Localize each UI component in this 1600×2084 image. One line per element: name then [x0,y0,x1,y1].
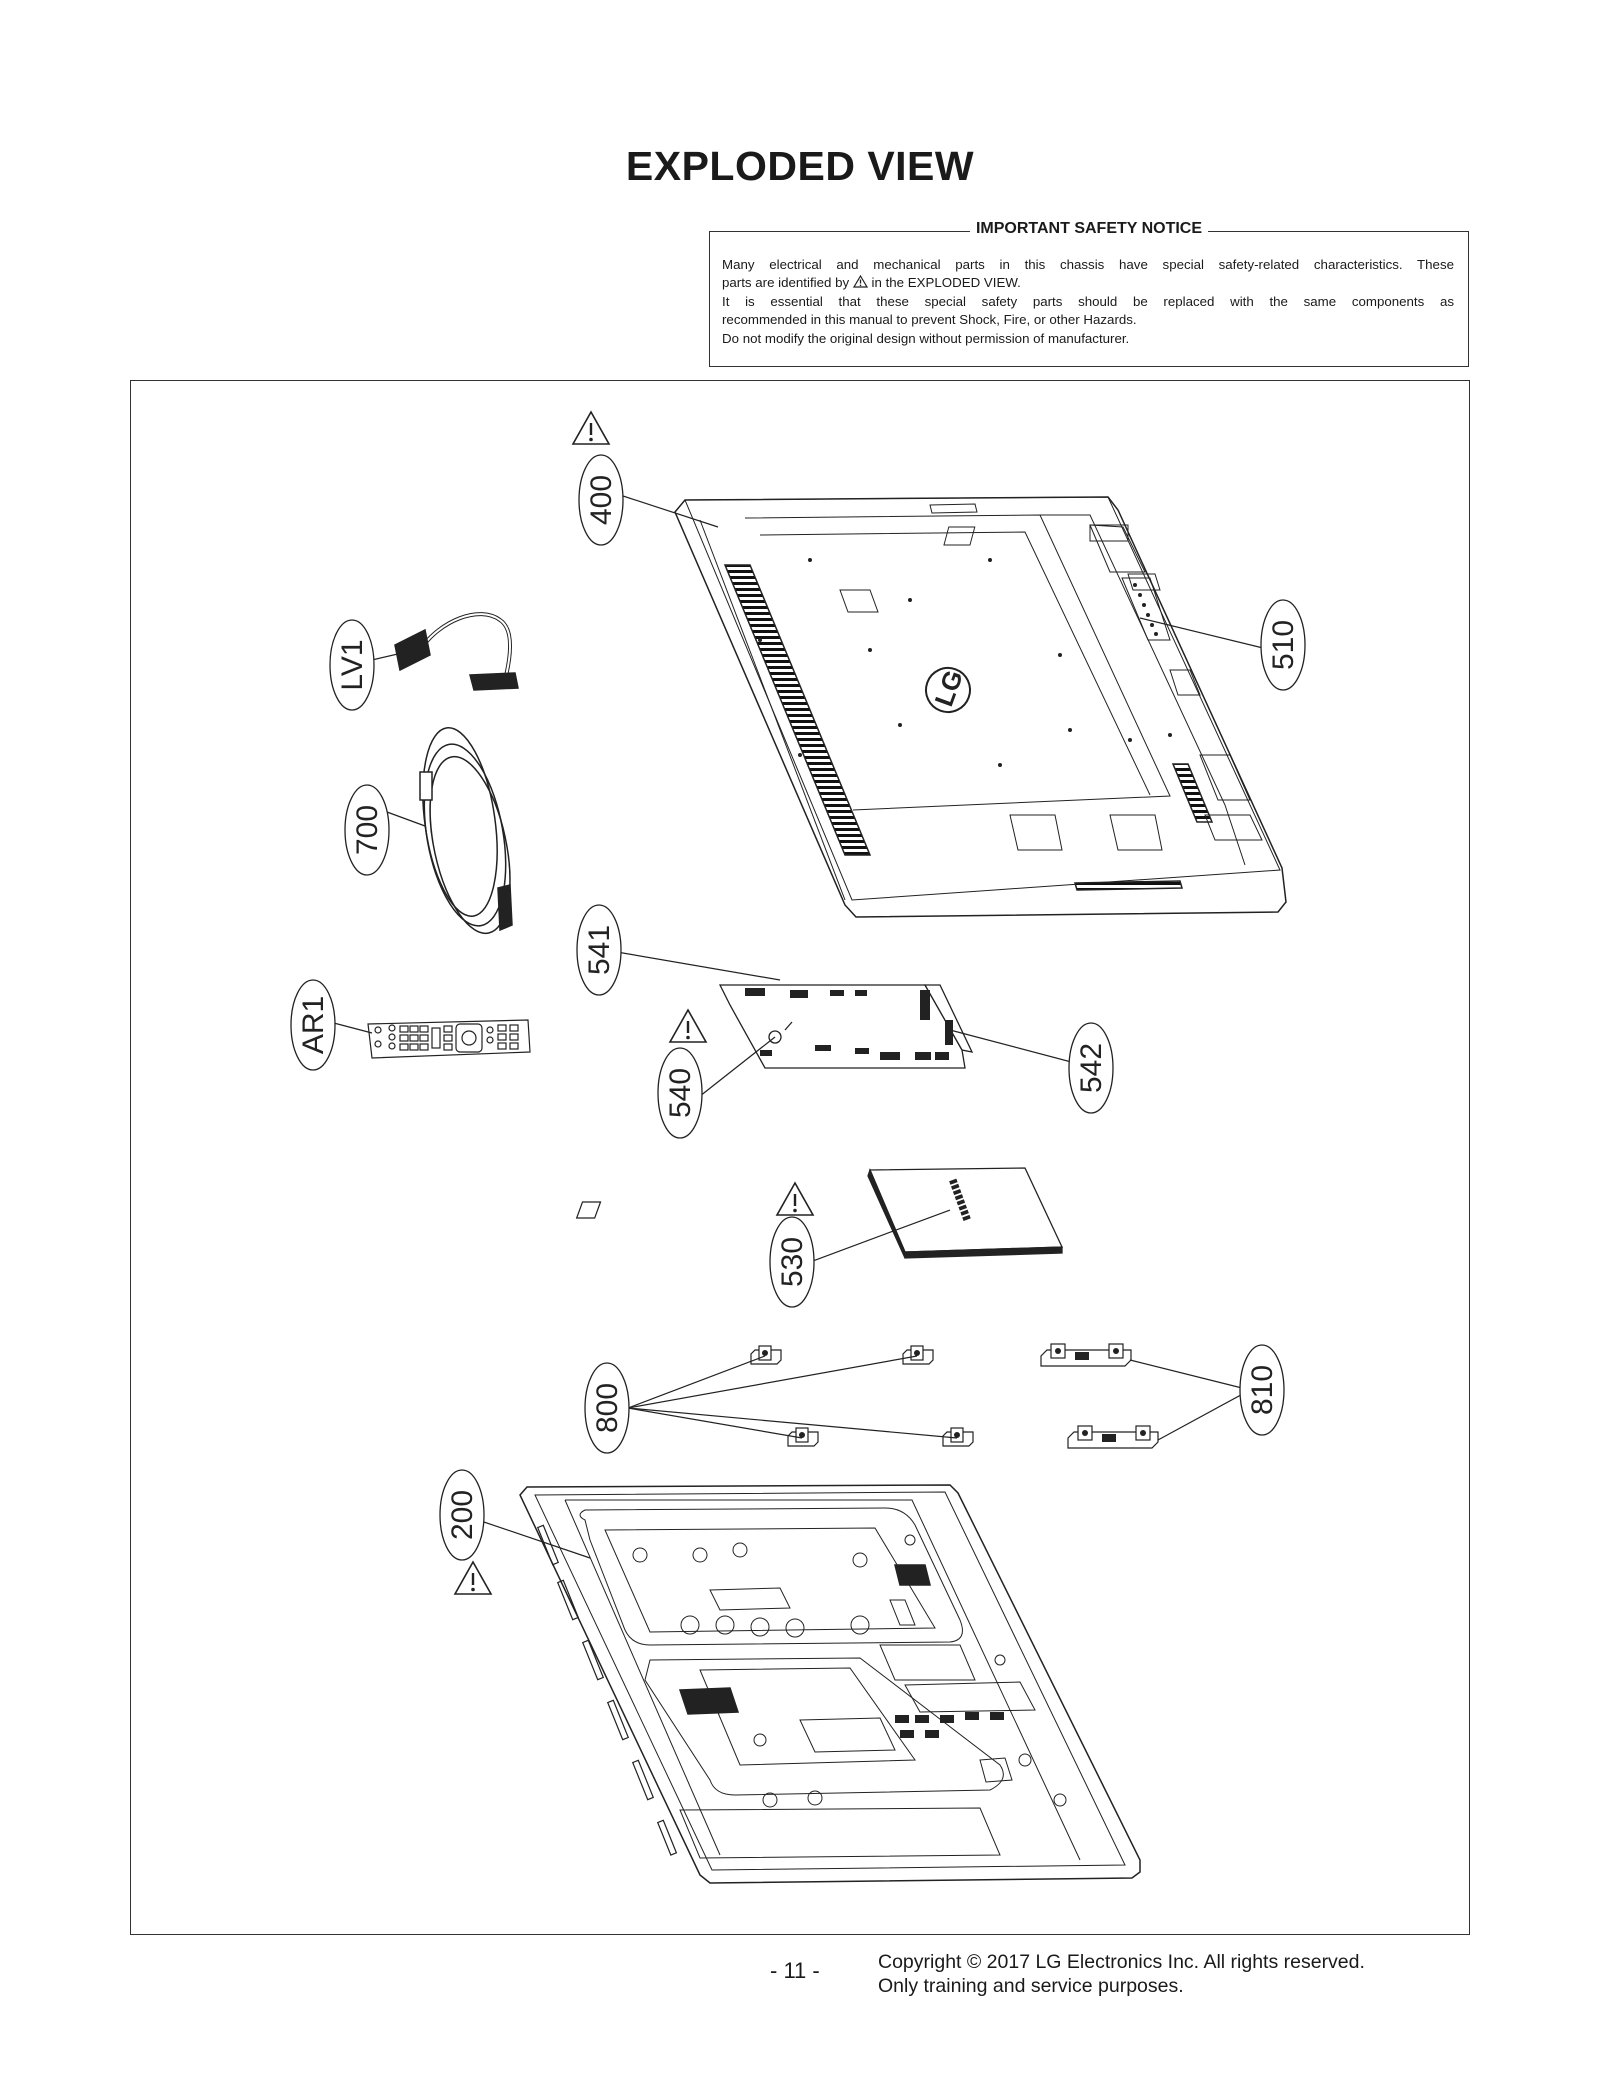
purpose-line: Only training and service purposes. [878,1975,1184,1997]
part-label-540: 540 [657,1047,703,1139]
page-number: - 11 - [770,1958,820,1983]
safety-notice-box: IMPORTANT SAFETY NOTICE Many electrical … [709,220,1469,367]
copyright-line: Copyright © 2017 LG Electronics Inc. All… [878,1951,1365,1973]
svg-text:200: 200 [446,1490,479,1540]
diagram-frame [130,380,1470,1935]
svg-text:542: 542 [1075,1043,1108,1093]
notice-line-2: parts are identified by in the EXPLODED … [722,275,1021,291]
warning-triangle-icon-530 [775,1181,815,1217]
svg-text:810: 810 [1246,1365,1279,1415]
part-label-400: 400 [578,454,624,546]
svg-text:510: 510 [1267,620,1300,670]
lvds-cable-lv1 [394,612,519,691]
svg-text:700: 700 [351,805,384,855]
leader-lines [329,494,1264,1559]
notice-line-3: It is essential that these special safet… [722,293,1454,309]
part-label-ar1: AR1 [290,979,336,1071]
warning-triangle-icon [852,275,868,289]
remote-control-ar1 [367,1019,531,1059]
cabinet-frame-200 [519,1484,1141,1884]
warning-triangle-icon-400 [571,410,611,446]
back-cover-400: LG [674,496,1287,918]
notice-line-1: Many electrical and mechanical parts in … [722,257,1454,272]
part-label-541: 541 [576,904,622,996]
main-board-540 [718,984,974,1069]
bracket-810-group [1040,1343,1159,1449]
svg-text:AR1: AR1 [297,996,330,1054]
part-label-700: 700 [344,784,390,876]
part-label-510: 510 [1260,599,1306,691]
bracket-800-group [750,1345,974,1447]
svg-text:541: 541 [583,925,616,975]
page-title: EXPLODED VIEW [625,143,975,189]
warning-triangle-icon-540 [668,1008,708,1044]
notice-line-5: Do not modify the original design withou… [722,330,1130,346]
power-cord-700 [419,727,513,935]
svg-text:540: 540 [664,1068,697,1118]
part-label-lv1: LV1 [329,619,375,711]
power-board-530: ▮▮▮▮▮▮▮▮ [575,1167,1064,1259]
svg-text:LV1: LV1 [336,639,369,690]
part-label-800: 800 [584,1362,630,1454]
svg-text:800: 800 [591,1383,624,1433]
notice-line-4: recommended in this manual to prevent Sh… [722,312,1137,328]
copyright-notice: Copyright © 2017 LG Electronics Inc. All… [878,1950,1365,1998]
part-label-530: 530 [769,1216,815,1308]
safety-notice-heading: IMPORTANT SAFETY NOTICE [969,220,1209,237]
svg-text:530: 530 [776,1237,809,1287]
part-label-810: 810 [1239,1344,1285,1436]
safety-notice-text: Many electrical and mechanical parts in … [722,256,1454,348]
part-label-200: 200 [439,1469,485,1561]
warning-triangle-icon-200 [453,1560,493,1596]
svg-text:400: 400 [585,475,618,525]
part-labels: 400 510 LV1 700 541 AR1 540 542 530 800 … [290,454,1306,1561]
part-label-542: 542 [1068,1022,1114,1114]
